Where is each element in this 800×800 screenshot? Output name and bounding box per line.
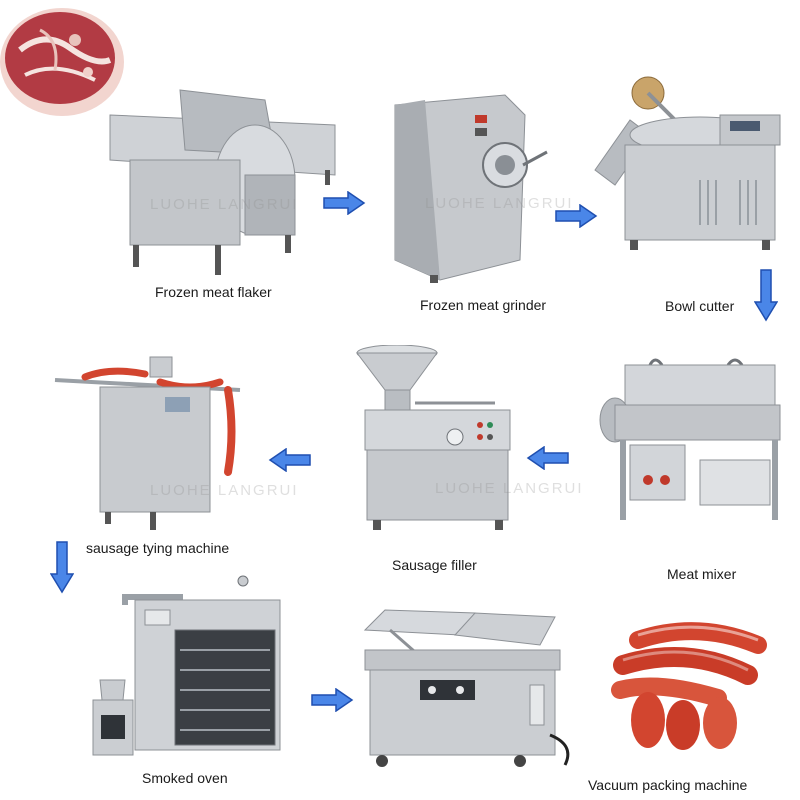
frozen-meat-flaker-image bbox=[105, 85, 340, 280]
packaged-sausages-image bbox=[608, 620, 773, 750]
meat-mixer-image bbox=[580, 350, 795, 530]
step-label-bowl-cutter: Bowl cutter bbox=[665, 298, 735, 314]
arrow-left-icon bbox=[526, 446, 570, 470]
arrow-down-icon bbox=[754, 268, 778, 322]
step-label-frozen-meat-flaker: Frozen meat flaker bbox=[155, 284, 272, 300]
step-label-vacuum-packing-machine: Vacuum packing machine bbox=[588, 777, 748, 793]
arrow-left-icon bbox=[268, 448, 312, 472]
step-label-frozen-meat-grinder: Frozen meat grinder bbox=[420, 297, 547, 313]
step-label-sausage-tying-machine: sausage tying machine bbox=[86, 540, 230, 556]
arrow-right-icon bbox=[322, 191, 366, 215]
arrow-down-icon bbox=[50, 540, 74, 594]
vacuum-packing-machine-image bbox=[360, 605, 585, 775]
sausage-tying-machine-image bbox=[50, 352, 250, 532]
smoked-oven-image bbox=[85, 575, 285, 765]
watermark: LUOHE LANGRUI bbox=[150, 196, 299, 213]
watermark: LUOHE LANGRUI bbox=[150, 482, 299, 499]
step-label-meat-mixer: Meat mixer bbox=[667, 566, 737, 582]
step-label-smoked-oven: Smoked oven bbox=[142, 770, 228, 786]
arrow-right-icon bbox=[310, 688, 354, 712]
sausage-filler-image bbox=[355, 345, 520, 535]
watermark: LUOHE LANGRUI bbox=[435, 480, 584, 497]
beef-steak-image bbox=[0, 0, 130, 125]
bowl-cutter-image bbox=[590, 75, 785, 255]
frozen-meat-grinder-image bbox=[385, 90, 550, 285]
step-label-sausage-filler: Sausage filler bbox=[392, 557, 477, 573]
watermark: LUOHE LANGRUI bbox=[425, 195, 574, 212]
arrow-right-icon bbox=[554, 204, 598, 228]
